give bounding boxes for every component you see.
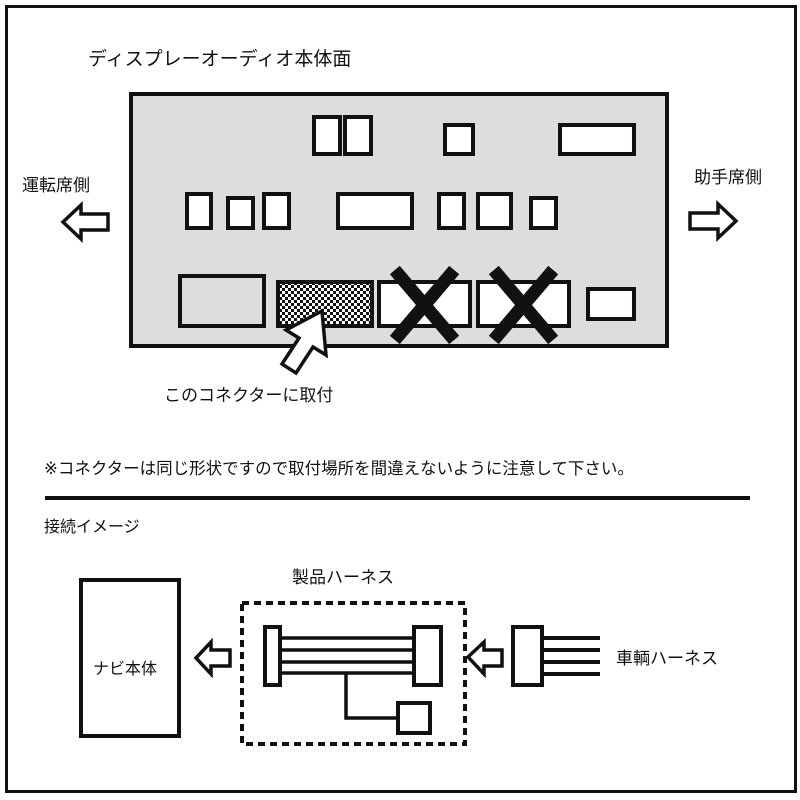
connector-mid-1 xyxy=(185,192,213,230)
connector-mid-5 xyxy=(437,192,466,230)
connector-top-4 xyxy=(558,123,636,156)
connector-top-3 xyxy=(443,123,475,156)
connector-mid-4 xyxy=(336,192,414,230)
passenger-side-label: 助手席側 xyxy=(694,168,762,188)
arrow-right-icon xyxy=(688,199,739,243)
connector-mid-2 xyxy=(226,196,255,230)
driver-side-label: 運転席側 xyxy=(22,176,90,196)
vehicle-harness-label: 車輌ハーネス xyxy=(616,649,718,669)
pointer-arrow-icon xyxy=(279,308,329,376)
connector-bottom-1 xyxy=(178,274,266,328)
connector-mid-7 xyxy=(529,196,558,230)
arrow-to-product-harness-icon xyxy=(465,637,504,679)
product-harness-connector-right xyxy=(412,625,443,687)
panel-title: ディスプレーオーディオ本体面 xyxy=(88,48,351,70)
product-harness-box xyxy=(240,601,467,746)
connection-heading: 接続イメージ xyxy=(44,517,140,536)
vehicle-harness-connector xyxy=(511,625,544,687)
diagram-frame xyxy=(5,5,797,793)
cross-mark-icon xyxy=(389,265,559,345)
product-harness-wires xyxy=(280,636,414,720)
product-harness-connector-left xyxy=(263,625,282,687)
product-harness-sub-connector xyxy=(396,701,432,735)
connector-bottom-3 xyxy=(377,280,472,328)
product-harness-label: 製品ハーネス xyxy=(292,568,394,588)
connector-mid-3 xyxy=(262,192,291,230)
connector-top-1 xyxy=(312,115,342,156)
caution-note: ※コネクターは同じ形状ですので取付場所を間違えないように注意して下さい。 xyxy=(44,459,634,478)
vehicle-harness-wires xyxy=(542,636,600,676)
navi-unit xyxy=(79,578,181,738)
arrow-to-navi-icon xyxy=(193,637,232,679)
connector-top-2 xyxy=(343,115,373,156)
arrow-left-icon xyxy=(60,200,110,244)
connector-bottom-2 xyxy=(276,280,374,328)
navi-unit-label: ナビ本体 xyxy=(93,659,157,678)
target-connector-label: このコネクターに取付 xyxy=(164,386,333,406)
connector-bottom-5 xyxy=(586,287,636,321)
connector-mid-6 xyxy=(476,192,513,230)
